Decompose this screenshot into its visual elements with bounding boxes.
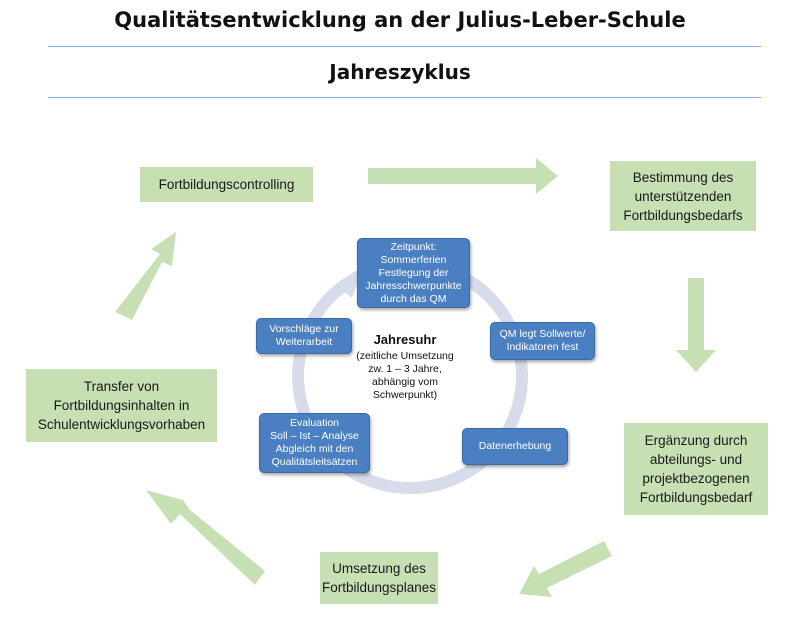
zeitpunkt-line-4: Jahresschwerpunkte: [365, 279, 462, 292]
inner-subtitle-line-4: Schwerpunkt): [372, 389, 438, 401]
inner-step-evaluation: Evaluation Soll – Ist – Analyse Abgleich…: [259, 413, 370, 473]
transfer-line-2: Fortbildungsinhalten in: [53, 398, 190, 413]
arrow-ergaenzung-to-umsetzung: [519, 541, 612, 597]
page-title: Qualitätsentwicklung an der Julius-Leber…: [114, 8, 686, 32]
bestimmung-line-1: Bestimmung des: [632, 169, 734, 185]
inner-subtitle-line-3: abhängig vom: [372, 376, 438, 388]
bestimmung-line-2: unterstützenden: [634, 188, 732, 204]
arrow-transfer-to-controlling: [115, 232, 176, 320]
arrow-bestimmung-to-ergaenzung: [676, 278, 716, 372]
cycle-box-bestimmung: Bestimmung des unterstützenden Fortbildu…: [610, 161, 756, 231]
inner-step-datenerhebung-text: Datenerhebung: [479, 440, 551, 453]
sollwerte-line-2: Indikatoren fest: [506, 341, 579, 353]
title-divider-top: [48, 46, 761, 47]
sollwerte-line-1: QM legt Sollwerte/: [499, 328, 586, 340]
ergaenzung-line-2: abteilungs- und: [649, 452, 743, 467]
inner-cycle-title: Jahresuhr: [373, 332, 437, 347]
page-subtitle: Jahreszyklus: [329, 60, 471, 84]
cycle-box-ergaenzung-text: Ergänzung durch abteilungs- und projektb…: [640, 431, 753, 507]
evaluation-line-1: Evaluation: [289, 417, 340, 429]
cycle-box-ergaenzung: Ergänzung durch abteilungs- und projektb…: [624, 423, 768, 515]
inner-step-vorschlaege: Vorschläge zur Weiterarbeit: [256, 318, 352, 354]
vorschlaege-line-2: Weiterarbeit: [275, 336, 333, 348]
cycle-box-controlling-text: Fortbildungscontrolling: [159, 175, 295, 194]
zeitpunkt-line-3: Festlegung der: [378, 266, 449, 279]
arrow-controlling-to-bestimmung: [368, 158, 558, 194]
transfer-line-3: Schulentwicklungsvorhaben: [37, 417, 206, 432]
vorschlaege-line-1: Vorschläge zur: [269, 323, 339, 335]
evaluation-line-2: Soll – Ist – Analyse: [270, 430, 359, 442]
controlling-line-1: Fortbildungscontrolling: [158, 177, 295, 192]
inner-step-sollwerte: QM legt Sollwerte/ Indikatoren fest: [490, 322, 595, 360]
umsetzung-line-2: Fortbildungsplanes: [321, 580, 437, 595]
ergaenzung-line-1: Ergänzung durch: [644, 433, 748, 448]
cycle-box-controlling: Fortbildungscontrolling: [140, 167, 313, 202]
zeitpunkt-line-1: Zeitpunkt:: [390, 240, 437, 253]
inner-step-zeitpunkt: Zeitpunkt: Sommerferien Festlegung der J…: [357, 238, 470, 308]
evaluation-line-3: Abgleich mit den: [275, 443, 354, 455]
title-divider-bottom: [48, 97, 761, 98]
transfer-line-1: Transfer von: [83, 379, 160, 394]
ergaenzung-line-4: Fortbildungsbedarf: [639, 490, 753, 505]
zeitpunkt-line-5: durch das QM: [380, 292, 447, 305]
cycle-box-umsetzung-text: Umsetzung des Fortbildungsplanes: [322, 559, 436, 597]
cycle-box-transfer: Transfer von Fortbildungsinhalten in Sch…: [26, 369, 217, 442]
cycle-box-umsetzung: Umsetzung des Fortbildungsplanes: [320, 552, 438, 604]
inner-step-evaluation-text: Evaluation Soll – Ist – Analyse Abgleich…: [270, 417, 359, 469]
ergaenzung-line-3: projektbezogenen: [642, 471, 750, 486]
zeitpunkt-line-2: Sommerferien: [380, 253, 447, 266]
inner-step-zeitpunkt-text: Zeitpunkt: Sommerferien Festlegung der J…: [365, 241, 461, 306]
cycle-box-bestimmung-text: Bestimmung des unterstützenden Fortbildu…: [623, 168, 742, 225]
inner-step-datenerhebung: Datenerhebung: [462, 428, 568, 465]
inner-cycle-arrowhead: [342, 282, 358, 298]
evaluation-line-4: Qualitätsleitsätzen: [271, 456, 358, 468]
datenerhebung-line-1: Datenerhebung: [478, 440, 552, 452]
umsetzung-line-1: Umsetzung des: [332, 561, 426, 576]
inner-subtitle-line-1: (zeitliche Umsetzung: [356, 350, 454, 362]
bestimmung-line-3: Fortbildungsbedarfs: [623, 207, 743, 223]
inner-step-vorschlaege-text: Vorschläge zur Weiterarbeit: [269, 323, 338, 349]
inner-cycle-subtitle: (zeitliche Umsetzung zw. 1 – 3 Jahre, ab…: [345, 350, 465, 402]
arrow-umsetzung-to-transfer: [146, 490, 265, 585]
inner-subtitle-line-2: zw. 1 – 3 Jahre,: [368, 363, 442, 375]
inner-step-sollwerte-text: QM legt Sollwerte/ Indikatoren fest: [500, 328, 586, 354]
cycle-box-transfer-text: Transfer von Fortbildungsinhalten in Sch…: [38, 377, 205, 434]
